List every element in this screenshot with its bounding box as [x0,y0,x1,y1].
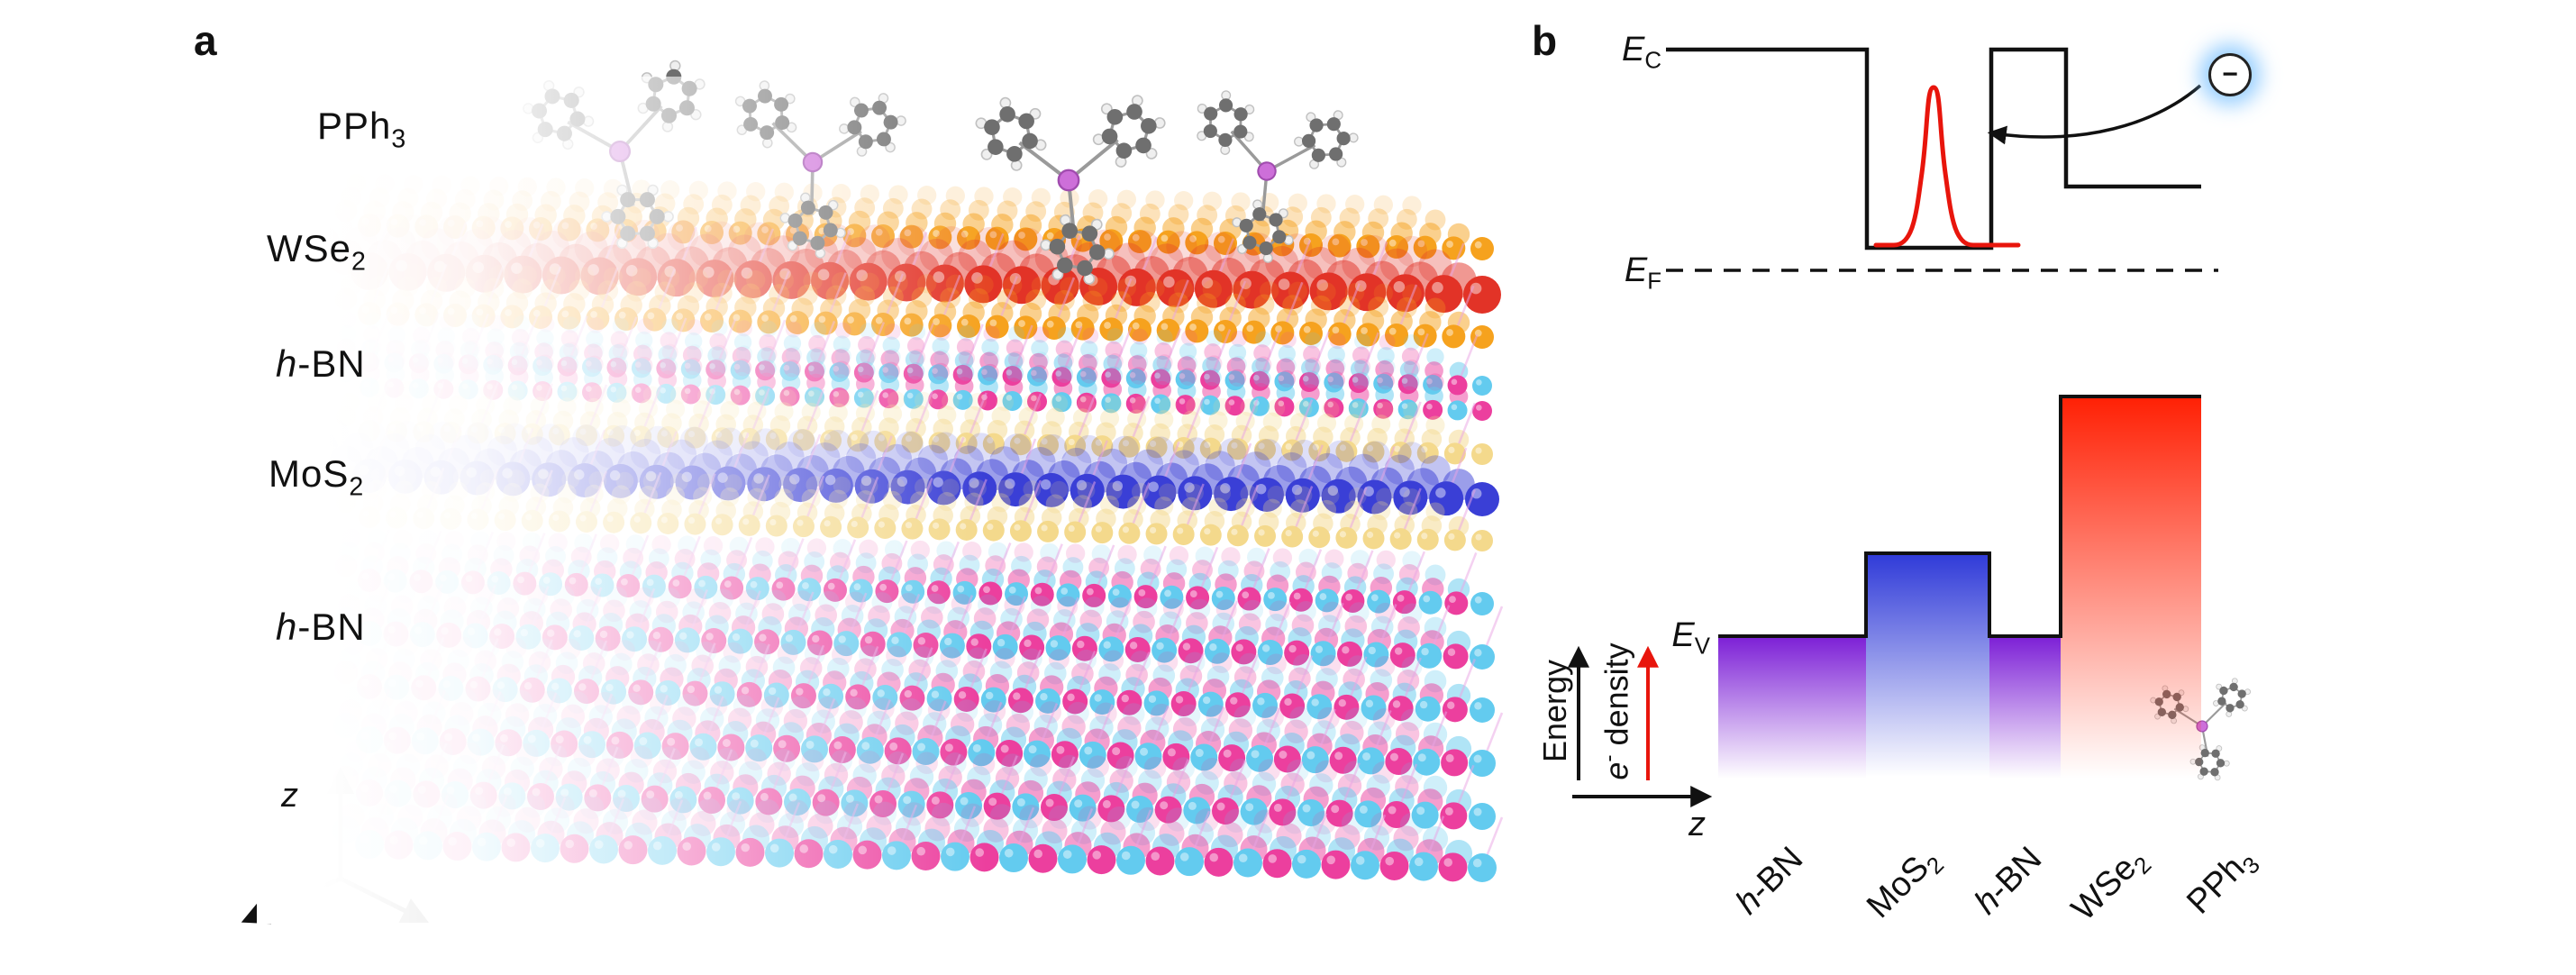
layer-label-pph3: PPh3 [317,105,406,154]
layer-label-hbn-top: h-BN [276,342,366,392]
panel-b-label: b [1532,17,1558,64]
valence-band-outline [1718,395,2201,638]
layer-label-hbn-bottom: h-BN [276,606,366,655]
label-text-part: -BN [297,606,366,648]
density-axis-title: e- density [1597,613,1636,811]
valence-bar-hbn-left [1718,636,1866,779]
label-italic-part: e [1597,761,1635,780]
z-axis-label-a: z [281,777,298,815]
label-sub: F [1647,269,1661,295]
valence-band-label: EV [1634,616,1710,661]
layer-label-mos2: MoS2 [269,452,364,502]
electron-pointer-arrow [1987,84,2202,145]
label-text-part: -BN [297,342,366,385]
label-text-part: PPh [317,105,392,147]
fermi-level-label: EF [1586,251,1661,296]
conduction-band-line [1666,47,2201,251]
electron-density-curve [1873,85,2021,248]
panel-a-label: a [194,17,217,64]
layer-label-wse2: WSe2 [267,227,367,277]
label-base: E [1671,616,1695,654]
valence-bar-hbn-right [1989,636,2061,779]
z-axis-label-b: z [1689,806,1706,843]
label-text-part: WSe [267,227,352,269]
valence-bar-wse2 [2061,396,2201,779]
label-sub: C [1644,48,1661,74]
label-italic-part: h [276,606,298,648]
label-sub-part: 2 [351,247,367,277]
valence-bar-mos2 [1866,553,1989,777]
electron-symbol: − [2208,53,2252,96]
label-sub-part: 3 [391,124,407,154]
label-text-part: density [1597,642,1635,755]
conduction-band-label: EC [1586,31,1661,75]
label-sub: V [1694,633,1710,660]
energy-axis-title: Energy [1536,659,1573,763]
label-sub-part: 2 [349,472,365,502]
label-italic-part: h [276,342,298,385]
label-text-part: MoS [269,452,350,495]
label-sup-part: - [1597,754,1622,762]
label-base: E [1621,31,1645,68]
label-base: E [1624,251,1648,289]
